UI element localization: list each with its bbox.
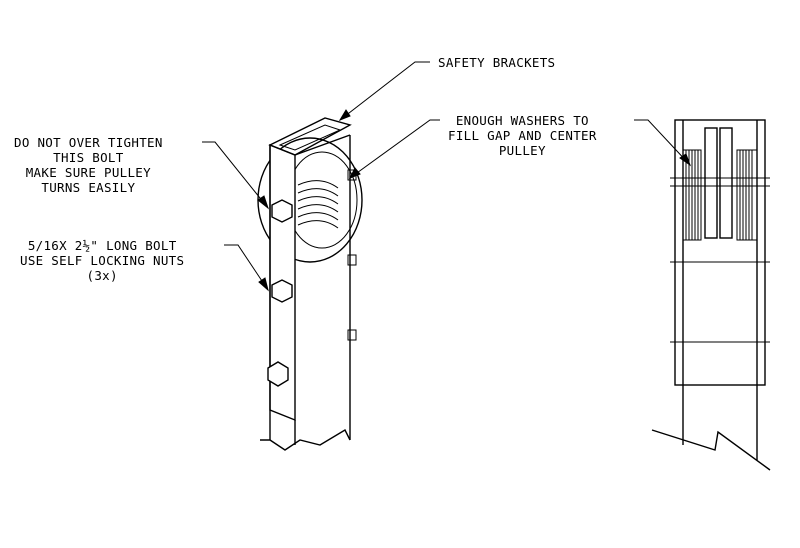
leader-lines <box>202 61 692 292</box>
label-over-tighten: DO NOT OVER TIGHTEN THIS BOLT MAKE SURE … <box>14 135 163 195</box>
label-line: 5/16X 2½" LONG BOLT <box>27 238 177 253</box>
label-line: DO NOT OVER TIGHTEN <box>14 135 163 150</box>
label-line: TURNS EASILY <box>41 180 136 195</box>
post-section-view <box>651 119 771 471</box>
label-line: PULLEY <box>498 143 546 158</box>
post-left-view <box>257 117 363 451</box>
label-bolt-spec: 5/16X 2½" LONG BOLT USE SELF LOCKING NUT… <box>20 238 184 283</box>
label-line: USE SELF LOCKING NUTS <box>20 253 185 268</box>
bolt-hex-icon <box>267 199 293 387</box>
label-washers: ENOUGH WASHERS TO FILL GAP AND CENTER PU… <box>448 113 597 158</box>
label-line: ENOUGH WASHERS TO <box>455 113 589 128</box>
label-line: MAKE SURE PULLEY <box>25 165 151 180</box>
label-safety-brackets: SAFETY BRACKETS <box>438 55 556 70</box>
label-line: THIS BOLT <box>53 150 124 165</box>
label-line: FILL GAP AND CENTER <box>448 128 597 143</box>
label-line: (3x) <box>86 268 118 283</box>
